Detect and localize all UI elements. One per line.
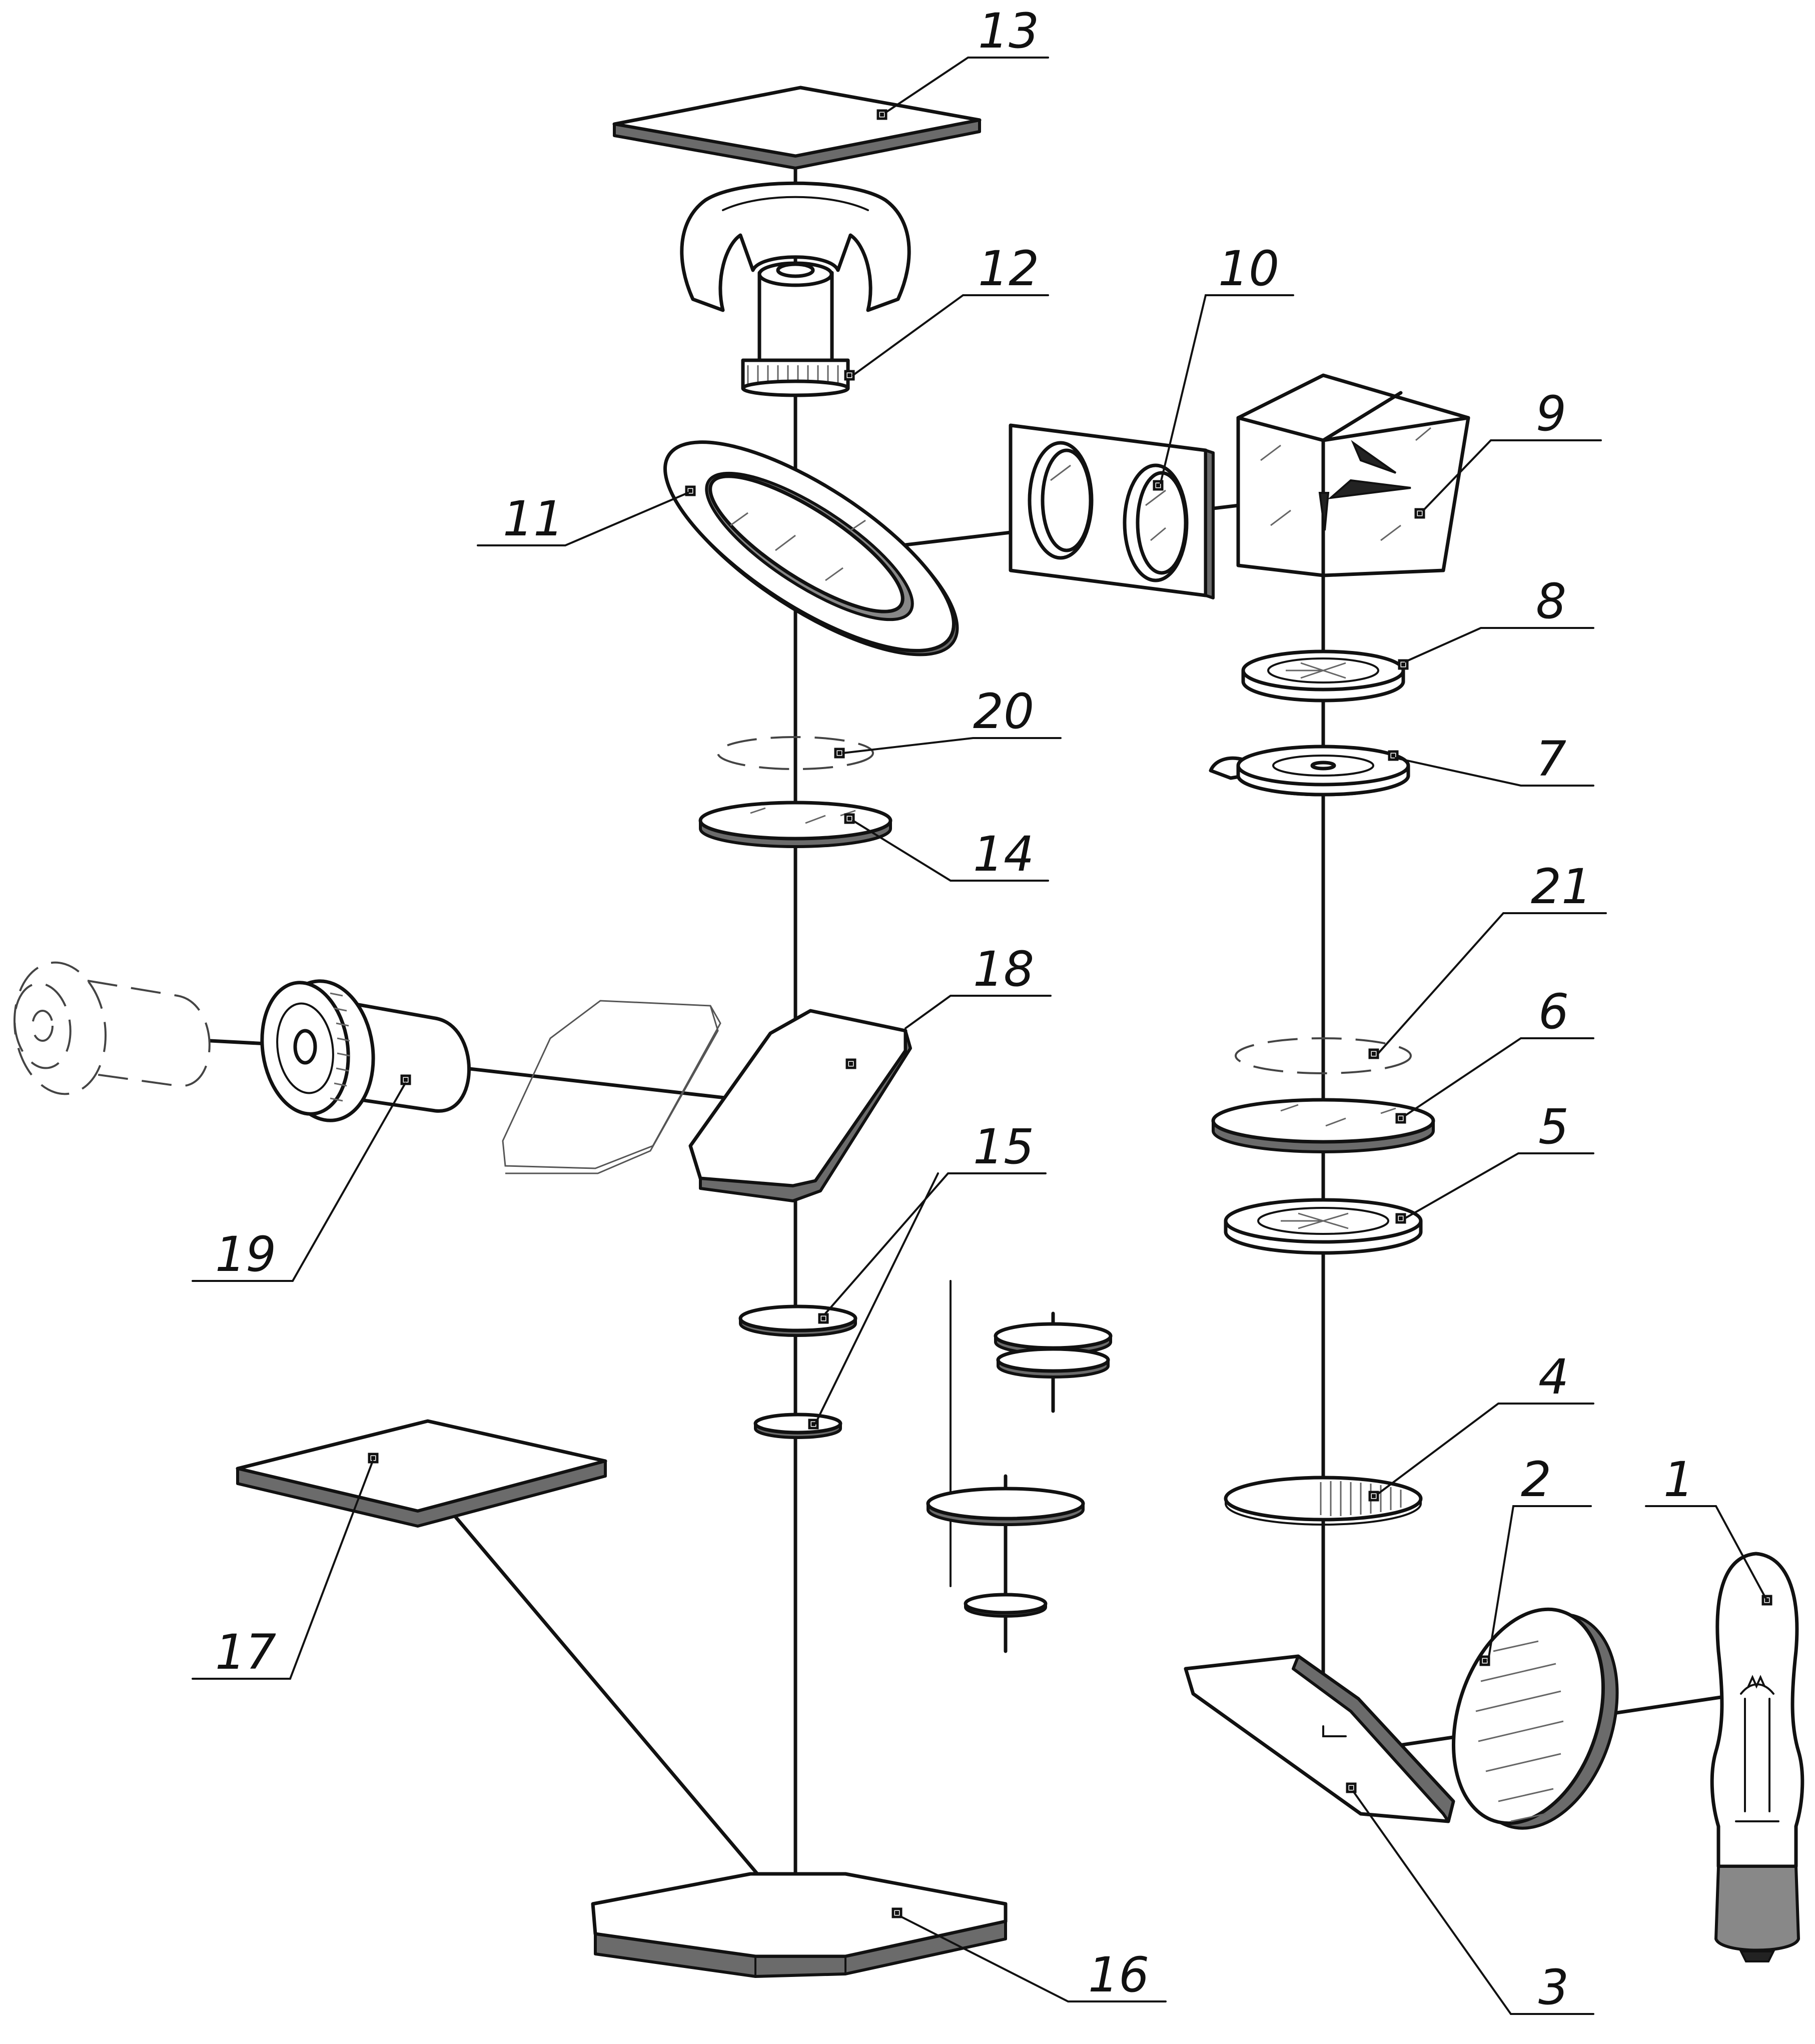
component-15-lens-upper — [738, 1304, 857, 1337]
number-labels: 13 12 10 9 11 8 7 20 14 21 18 6 5 15 19 … — [215, 3, 1694, 2015]
component-15-lens-lower — [753, 1413, 842, 1439]
label-14: 14 — [973, 826, 1034, 882]
label-6: 6 — [1538, 984, 1569, 1040]
label-21: 21 — [1531, 859, 1592, 915]
label-15: 15 — [973, 1119, 1034, 1175]
component-13-plate — [612, 86, 982, 170]
component-19-eyepiece — [260, 979, 471, 1122]
leader-lines — [192, 57, 1767, 2015]
label-13: 13 — [978, 3, 1039, 59]
label-4: 4 — [1538, 1349, 1569, 1405]
component-1-lamp — [1710, 1552, 1804, 1962]
component-9-prism — [1236, 373, 1470, 577]
label-3: 3 — [1538, 1959, 1569, 2015]
label-19: 19 — [215, 1226, 276, 1282]
label-12: 12 — [978, 241, 1039, 297]
component-2-collector-lens — [1452, 1607, 1619, 1830]
component-11-annular-mirror — [663, 440, 959, 656]
label-10: 10 — [1218, 241, 1279, 297]
label-8: 8 — [1536, 573, 1566, 629]
component-8-diaphragm — [1241, 649, 1409, 703]
label-17: 17 — [215, 1624, 276, 1680]
component-4-lens — [1224, 1476, 1423, 1526]
component-18-beam-splitter — [688, 1009, 912, 1202]
component-17-mirror — [236, 1419, 607, 1528]
label-2: 2 — [1521, 1452, 1551, 1508]
axis-to-mirror-17 — [423, 1479, 797, 1921]
eyepiece-alternate-position — [14, 961, 211, 1095]
label-1: 1 — [1663, 1452, 1694, 1508]
component-16-base — [591, 1872, 1008, 1978]
component-6-filter — [1211, 1098, 1435, 1153]
component-10-lens-plate — [1009, 423, 1215, 599]
component-21-optional-lens — [1235, 1037, 1412, 1074]
component-7-aperture — [1209, 745, 1410, 797]
label-18: 18 — [973, 941, 1034, 997]
component-5-diaphragm — [1224, 1198, 1423, 1255]
label-11: 11 — [503, 491, 564, 547]
label-20: 20 — [973, 684, 1034, 740]
component-3-mirror — [1184, 1654, 1455, 1823]
label-9: 9 — [1536, 386, 1566, 442]
beam-splitter-alternate-position — [502, 1000, 721, 1174]
component-12-objective — [680, 181, 911, 397]
label-16: 16 — [1088, 1947, 1149, 2003]
component-14-filter — [698, 801, 892, 848]
label-7: 7 — [1536, 731, 1566, 787]
label-5: 5 — [1538, 1099, 1569, 1155]
lens-15-variants — [926, 1280, 1113, 1653]
